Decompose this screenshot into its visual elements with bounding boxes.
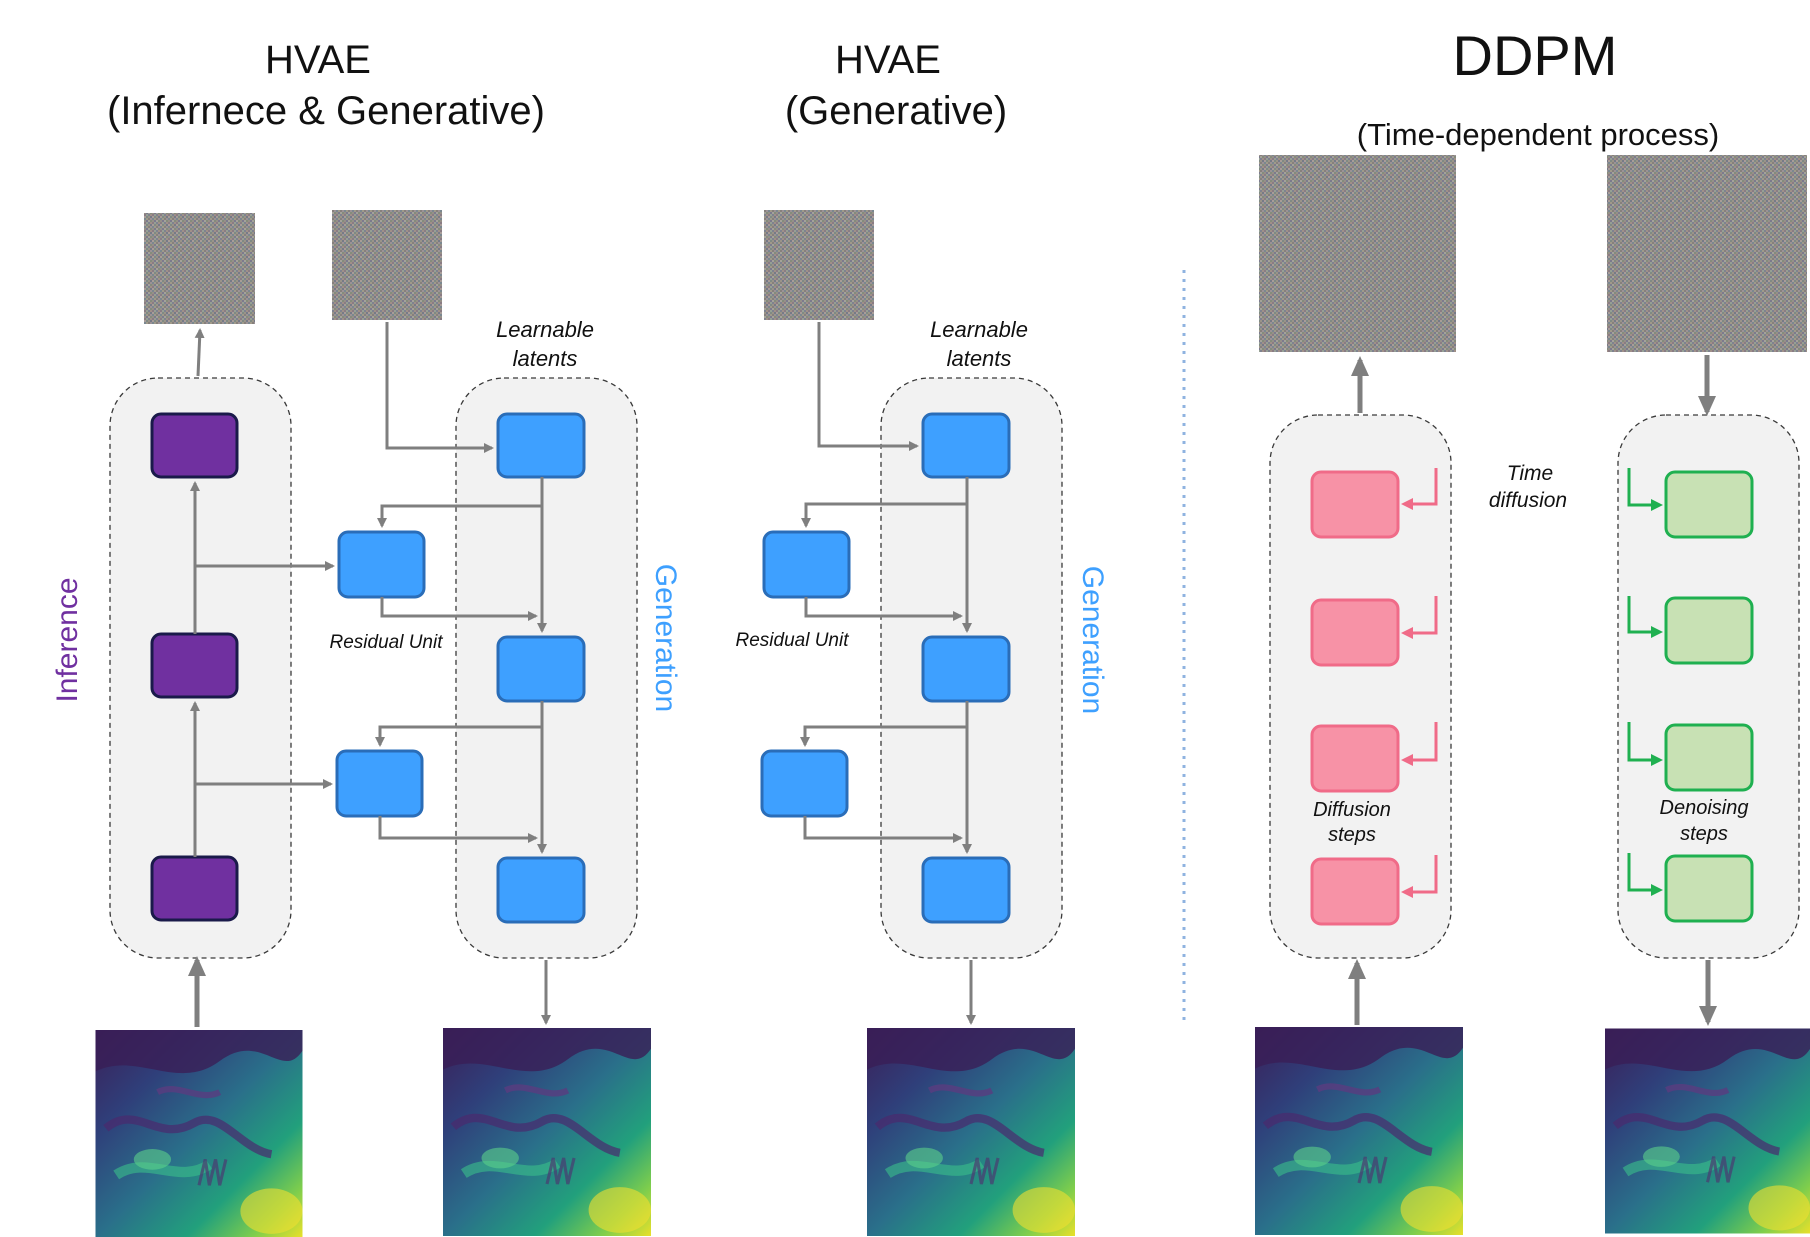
residual-unit-node	[760, 749, 849, 818]
noise-image	[1607, 155, 1807, 352]
time-arrow-icon	[1627, 853, 1663, 896]
time-arrow-icon	[1627, 596, 1663, 638]
noise-image	[1259, 155, 1456, 352]
generation-node	[921, 635, 1011, 703]
residual-branch-edge	[800, 725, 967, 747]
svg-text:diffusion: diffusion	[1489, 489, 1567, 512]
title-hvae-generative: HVAE (Generative)	[785, 38, 1007, 133]
time-arrow-icon	[1401, 722, 1438, 766]
svg-text:Denoising: Denoising	[1660, 797, 1749, 819]
noise-image	[332, 210, 442, 320]
residual-return-edge	[803, 816, 963, 843]
denoising-steps-label: Denoising steps	[1660, 797, 1749, 845]
noise-image	[764, 210, 874, 320]
residual-return-edge	[378, 816, 538, 843]
svg-text:steps: steps	[1680, 823, 1728, 845]
residual-unit-node	[337, 530, 426, 599]
residual-unit-node	[762, 530, 851, 599]
residual-return-edge	[380, 597, 538, 621]
field-image	[96, 1030, 303, 1237]
residual-unit-node	[335, 749, 424, 818]
generation-node	[496, 412, 586, 479]
denoising-node	[1664, 596, 1754, 665]
diffusion-steps-label: Diffusion steps	[1313, 799, 1391, 846]
svg-text:Learnable: Learnable	[496, 317, 594, 342]
diffusion-node	[1310, 724, 1400, 793]
time-diffusion-label: Time diffusion	[1489, 462, 1567, 512]
residual-unit-label: Residual Unit	[736, 630, 850, 651]
generation-node	[496, 635, 586, 703]
diffusion-node	[1310, 598, 1400, 667]
subtitle-ddpm: (Time-dependent process)	[1357, 117, 1719, 152]
field-image	[1605, 1029, 1810, 1234]
denoising-node	[1664, 470, 1754, 539]
residual-branch-edge	[377, 504, 542, 528]
generation-node	[921, 412, 1011, 479]
field-image	[443, 1028, 651, 1236]
generation-node	[921, 856, 1011, 924]
title-hvae-full: HVAE (Infernece & Generative)	[107, 38, 545, 133]
residual-unit-label: Residual Unit	[330, 632, 444, 653]
field-image	[1255, 1027, 1463, 1235]
time-arrow-icon	[1627, 468, 1663, 511]
svg-text:latents: latents	[947, 346, 1012, 371]
inference-label: Inference	[51, 577, 84, 702]
svg-text:Time: Time	[1507, 462, 1553, 485]
generation-label: Generation	[1076, 566, 1109, 714]
learnable-latents-label: Learnable latents	[496, 317, 594, 371]
generation-label: Generation	[649, 564, 682, 712]
residual-return-edge	[804, 597, 963, 621]
diffusion-group	[1269, 414, 1452, 959]
denoising-node	[1664, 723, 1754, 792]
noise-image	[144, 213, 255, 324]
diffusion-node	[1310, 857, 1400, 926]
time-arrow-icon	[1401, 855, 1438, 898]
time-arrow-icon	[1627, 722, 1663, 766]
title-ddpm: DDPM	[1453, 24, 1618, 87]
diffusion-node	[1310, 470, 1400, 539]
svg-text:HVAE: HVAE	[835, 38, 941, 82]
denoising-node	[1664, 854, 1754, 923]
residual-branch-edge	[375, 725, 542, 747]
svg-text:latents: latents	[513, 346, 578, 371]
svg-text:Diffusion: Diffusion	[1313, 799, 1391, 821]
learnable-latents-label: Learnable latents	[930, 317, 1028, 371]
svg-text:steps: steps	[1328, 824, 1376, 846]
latent-input-edge	[385, 322, 494, 453]
svg-text:Learnable: Learnable	[930, 317, 1028, 342]
svg-text:(Infernece & Generative): (Infernece & Generative)	[107, 89, 545, 133]
time-arrow-icon	[1401, 596, 1438, 639]
inference-node	[150, 855, 239, 922]
denoising-group	[1617, 414, 1800, 959]
svg-text:(Generative): (Generative)	[785, 89, 1007, 133]
latent-input-edge	[817, 322, 919, 451]
output-arrow	[194, 328, 205, 377]
time-arrow-icon	[1401, 468, 1438, 510]
svg-text:HVAE: HVAE	[265, 38, 371, 82]
generation-node	[496, 856, 586, 924]
inference-node	[150, 412, 239, 479]
residual-branch-edge	[801, 502, 967, 528]
field-image	[867, 1028, 1075, 1236]
inference-node	[150, 632, 239, 699]
